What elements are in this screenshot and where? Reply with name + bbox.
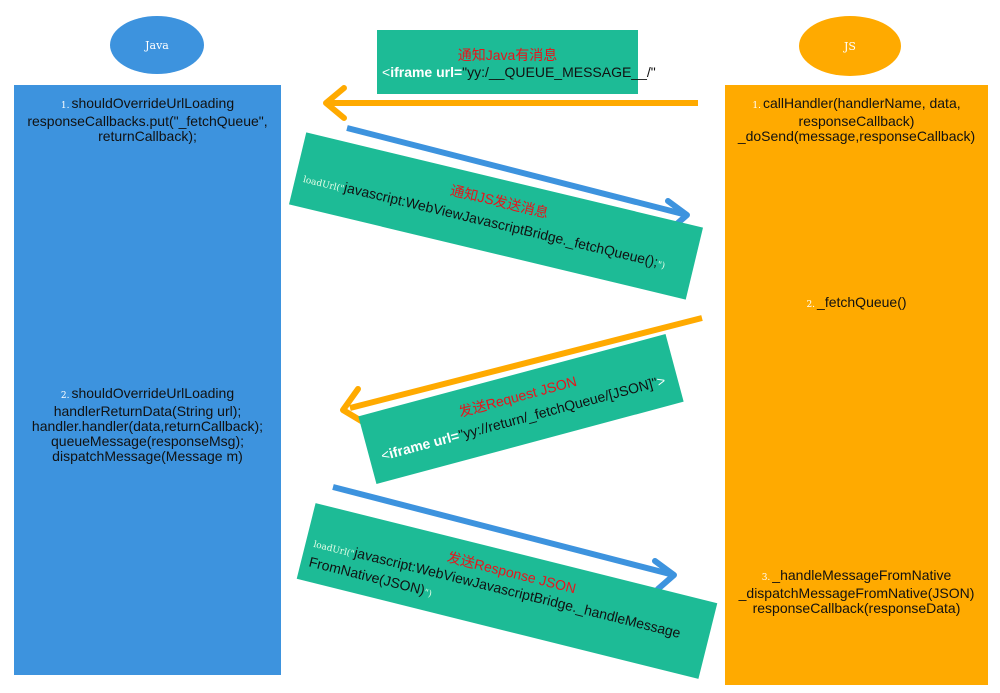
js-lane <box>725 85 988 685</box>
js-step-1-line-3: _doSend(message,responseCallback) <box>737 128 976 144</box>
js-step-3: 3._handleMessageFromNative _dispatchMess… <box>725 568 988 616</box>
js-step-2: 2._fetchQueue() <box>725 295 988 313</box>
java-lane <box>14 85 281 675</box>
java-step-2-number: 2. <box>60 391 70 401</box>
js-step-1-line-1: 1.callHandler(handlerName, data, <box>752 95 961 112</box>
js-step-1-line-2: responseCallback) <box>798 113 915 129</box>
js-step-3-line-1: 3._handleMessageFromNative <box>761 567 952 584</box>
js-step-3-line-2: _dispatchMessageFromNative(JSON) <box>738 585 975 601</box>
java-step-2-line-3: handler.handler(data,returnCallback); <box>31 418 264 434</box>
js-step-2-line-1: 2._fetchQueue() <box>806 294 907 311</box>
js-step-3-line-3: responseCallback(responseData) <box>752 600 961 616</box>
js-step-3-number: 3. <box>761 573 771 583</box>
java-step-1-line-2: responseCallbacks.put("_fetchQueue", <box>27 113 268 129</box>
java-step-2-line-1: 2.shouldOverrideUrlLoading <box>60 385 235 402</box>
js-step-2-number: 2. <box>806 300 816 310</box>
arrow-java-to-js-2 <box>332 484 677 592</box>
java-step-1-number: 1. <box>60 101 70 111</box>
java-step-2-line-5: dispatchMessage(Message m) <box>52 448 243 464</box>
message-box-notify-java: 通知Java有消息 <iframe url="yy:/__QUEUE_MESSA… <box>377 30 664 94</box>
js-step-1: 1.callHandler(handlerName, data, respons… <box>725 96 988 144</box>
arrow-js-to-java-1 <box>323 85 698 121</box>
message-1-iframe: <iframe url="yy:/__QUEUE_MESSAGE__/"> <box>382 64 664 80</box>
java-step-2-line-2: handlerReturnData(String url); <box>53 403 242 419</box>
arrow-js-to-java-2 <box>340 315 703 425</box>
java-step-1-line-3: returnCallback); <box>98 128 197 144</box>
java-step-1: 1.shouldOverrideUrlLoading responseCallb… <box>14 96 281 144</box>
js-ellipse: JS <box>799 16 901 76</box>
java-title: Java <box>145 38 169 52</box>
js-step-1-number: 1. <box>752 101 761 111</box>
java-step-1-line-1: 1.shouldOverrideUrlLoading <box>60 95 235 112</box>
js-title: JS <box>844 39 856 53</box>
message-1-title: 通知Java有消息 <box>457 47 558 63</box>
java-step-2: 2.shouldOverrideUrlLoading handlerReturn… <box>14 386 281 464</box>
java-ellipse: Java <box>110 16 204 74</box>
java-step-2-line-4: queueMessage(responseMsg); <box>51 433 244 449</box>
